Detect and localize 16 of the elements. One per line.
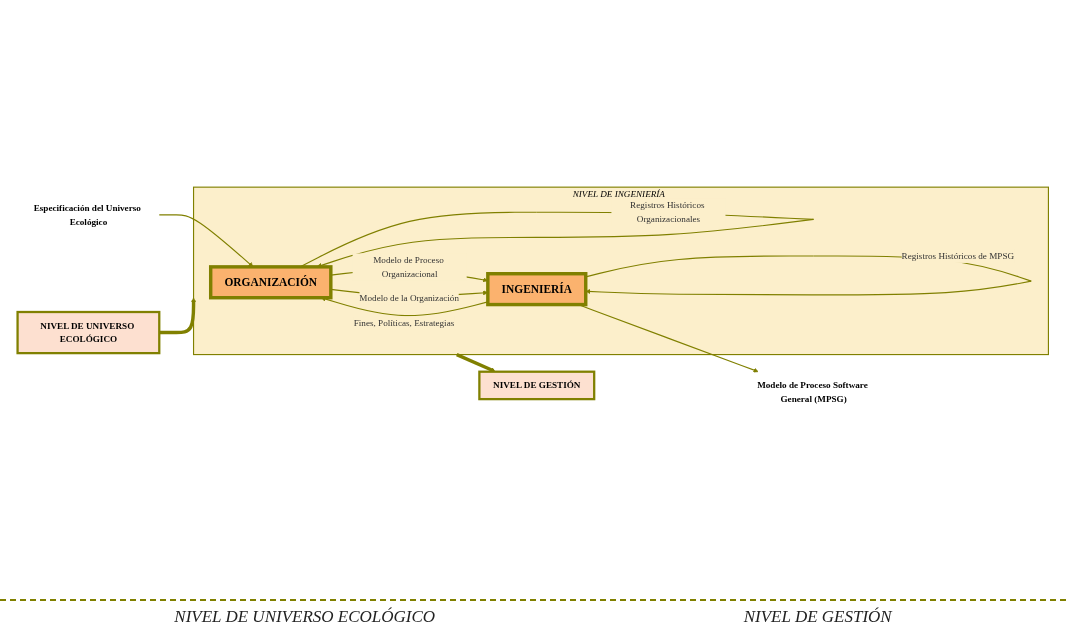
node-box: INGENIERÍA [486,271,588,306]
edge-label: Modelo de la Organización [359,292,459,303]
edge-label: Fines, Políticas, Estrategias [353,317,455,328]
edge-label: Registros Históricos de MPSG [901,250,1015,261]
node-text: Modelo de Proceso Software General (MPSG) [757,379,868,404]
node-box: NIVEL DE UNIVERSO ECOLÓGICO [16,310,161,354]
node-box: ORGANIZACIÓN [208,264,333,299]
node-box: NIVEL DE GESTIÓN [478,370,596,400]
level-label: NIVEL DE UNIVERSO ECOLÓGICO [174,607,436,627]
level-label: NIVEL DE GESTIÓN [743,607,892,627]
arrow [456,352,496,372]
node-text: Especificación del Universo Ecológico [33,202,141,226]
edge-label: Modelo de Proceso Organizacional [373,254,444,278]
arrow [159,297,197,334]
edge-label: Registros Históricos Organizacionales [630,199,705,224]
arrow [158,213,254,267]
